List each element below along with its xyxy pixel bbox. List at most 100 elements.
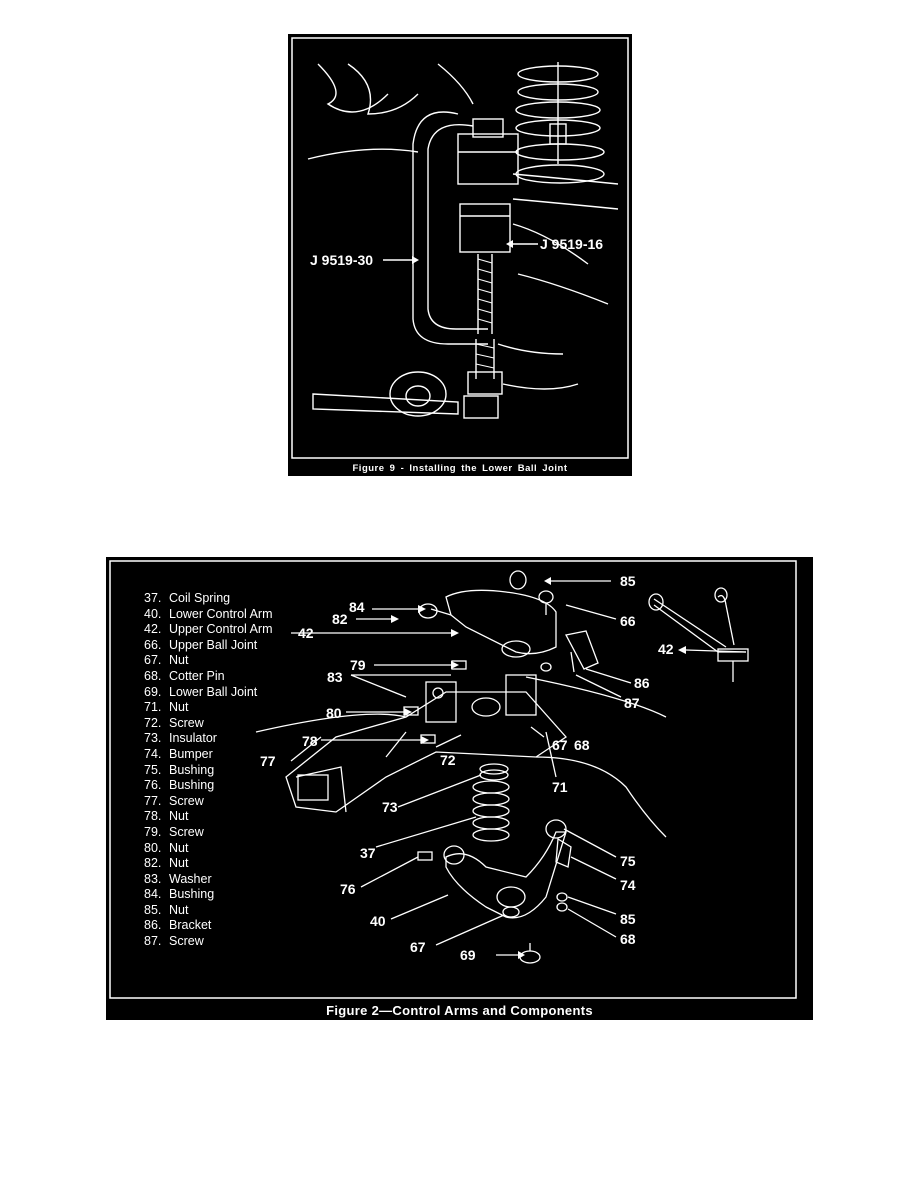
legend-item: 73. Insulator bbox=[144, 731, 273, 747]
callout-73: 73 bbox=[382, 799, 398, 815]
legend-item-name: Lower Ball Joint bbox=[169, 684, 258, 699]
callout-68-upper: 68 bbox=[574, 737, 590, 753]
tool-label-j9519-16: J 9519-16 bbox=[540, 236, 604, 252]
callout-67-lower: 67 bbox=[410, 939, 426, 955]
legend-item-number: 68. bbox=[144, 668, 162, 683]
callout-37: 37 bbox=[360, 845, 376, 861]
legend-item: 42. Upper Control Arm bbox=[144, 622, 273, 638]
legend-item-name: Nut bbox=[169, 902, 189, 917]
callout-82: 82 bbox=[332, 611, 348, 627]
legend-item: 80. Nut bbox=[144, 841, 273, 857]
legend-item-number: 74. bbox=[144, 746, 162, 761]
legend-item-number: 83. bbox=[144, 871, 162, 886]
legend-item-name: Screw bbox=[169, 715, 204, 730]
parts-legend: 37. Coil Spring 40. Lower Control Arm 42. Upp… bbox=[144, 591, 273, 950]
callout-72: 72 bbox=[440, 752, 456, 768]
legend-item: 86.Bracket bbox=[144, 918, 273, 934]
legend-item: 40. Lower Control Arm bbox=[144, 607, 273, 623]
legend-item-number: 76. bbox=[144, 778, 162, 793]
legend-item-name: Nut bbox=[169, 856, 189, 871]
callout-42-side-view: 42 bbox=[658, 641, 674, 657]
legend-item-number: 42. bbox=[144, 622, 162, 637]
legend-item-name: Bumper bbox=[169, 746, 213, 761]
callout-40: 40 bbox=[370, 913, 386, 929]
legend-item-name: Nut bbox=[169, 653, 189, 668]
control-arms-exploded-view bbox=[109, 560, 797, 999]
legend-item: 84. Bushing bbox=[144, 887, 273, 903]
legend-item-number: 78. bbox=[144, 809, 162, 824]
legend-item-name: Screw bbox=[169, 824, 204, 839]
legend-item-number: 72. bbox=[144, 715, 162, 730]
legend-item: 66. Upper Ball Joint bbox=[144, 638, 273, 654]
legend-item-name: Nut bbox=[169, 809, 189, 824]
legend-item-number: 84. bbox=[144, 887, 162, 902]
legend-item: 67. Nut bbox=[144, 653, 273, 669]
legend-item: 82. Nut bbox=[144, 856, 273, 872]
legend-item-name: Bushing bbox=[169, 778, 215, 793]
legend-item-number: 85. bbox=[144, 902, 162, 917]
callout-77: 77 bbox=[260, 753, 276, 769]
legend-item-name: Upper Control Arm bbox=[169, 622, 273, 637]
callout-68-lower: 68 bbox=[620, 931, 636, 947]
legend-item-name: Bushing bbox=[169, 887, 215, 902]
callout-71: 71 bbox=[552, 779, 568, 795]
callout-67-upper: 67 bbox=[552, 737, 568, 753]
legend-item: 76. Bushing bbox=[144, 778, 273, 794]
legend-item-name: Nut bbox=[169, 840, 189, 855]
tool-label-j9519-30: J 9519-30 bbox=[310, 252, 374, 268]
legend-item-name: Screw bbox=[169, 934, 204, 949]
legend-item-number: 66. bbox=[144, 637, 162, 652]
legend-item: 85. Nut bbox=[144, 903, 273, 919]
callout-87: 87 bbox=[624, 695, 640, 711]
legend-item-number: 87. bbox=[144, 934, 162, 949]
figure-2: 37. Coil Spring 40. Lower Control Arm 42. Upp… bbox=[106, 557, 813, 1020]
callout-66: 66 bbox=[620, 613, 636, 629]
legend-item-name: Screw bbox=[169, 793, 204, 808]
legend-item-number: 40. bbox=[144, 606, 162, 621]
callout-75: 75 bbox=[620, 853, 636, 869]
legend-item-number: 71. bbox=[144, 700, 162, 715]
legend-item-number: 73. bbox=[144, 731, 162, 746]
legend-item: 71. Nut bbox=[144, 700, 273, 716]
callout-85-lower: 85 bbox=[620, 911, 636, 927]
callout-76: 76 bbox=[340, 881, 356, 897]
legend-item-number: 37. bbox=[144, 591, 162, 605]
legend-item-number: 69. bbox=[144, 684, 162, 699]
legend-item: 37. Coil Spring bbox=[144, 591, 273, 607]
legend-item-name: Lower Control Arm bbox=[169, 606, 273, 621]
callout-80: 80 bbox=[326, 705, 342, 721]
legend-item-name: Washer bbox=[169, 871, 212, 886]
legend-item: 78. Nut bbox=[144, 809, 273, 825]
legend-item-number: 80. bbox=[144, 840, 162, 855]
legend-item-name: Coil Spring bbox=[169, 591, 231, 605]
callout-84: 84 bbox=[349, 599, 365, 615]
legend-item-name: Upper Ball Joint bbox=[169, 637, 258, 652]
legend-item-number: 75. bbox=[144, 762, 162, 777]
legend-item: 75. Bushing bbox=[144, 763, 273, 779]
callout-42-upper-arm: 42 bbox=[298, 625, 314, 641]
ball-joint-press-illustration bbox=[291, 37, 629, 459]
callout-74: 74 bbox=[620, 877, 636, 893]
callout-78: 78 bbox=[302, 733, 318, 749]
legend-item-name: Cotter Pin bbox=[169, 668, 225, 683]
legend-item: 68. Cotter Pin bbox=[144, 669, 273, 685]
legend-item-number: 67. bbox=[144, 653, 162, 668]
figure-9: J 9519-30 J 9519-16 Figure 9 - Installin… bbox=[288, 34, 632, 476]
legend-item: 77. Screw bbox=[144, 794, 273, 810]
legend-item-number: 79. bbox=[144, 824, 162, 839]
callout-79: 79 bbox=[350, 657, 366, 673]
figure-2-caption: Figure 2—Control Arms and Components bbox=[326, 1003, 593, 1018]
legend-item: 74. Bumper bbox=[144, 747, 273, 763]
figure-9-caption: Figure 9 - Installing the Lower Ball Joi… bbox=[352, 463, 568, 474]
legend-item-number: 86. bbox=[144, 918, 162, 933]
legend-item-name: Bushing bbox=[169, 762, 215, 777]
legend-item-name: Nut bbox=[169, 700, 189, 715]
callout-86: 86 bbox=[634, 675, 650, 691]
legend-item-number: 77. bbox=[144, 793, 162, 808]
legend-item: 72. Screw bbox=[144, 716, 273, 732]
legend-item-number: 82. bbox=[144, 856, 162, 871]
legend-item-name: Insulator bbox=[169, 731, 217, 746]
legend-item: 69. Lower Ball Joint bbox=[144, 685, 273, 701]
legend-item: 79. Screw bbox=[144, 825, 273, 841]
callout-69: 69 bbox=[460, 947, 476, 963]
